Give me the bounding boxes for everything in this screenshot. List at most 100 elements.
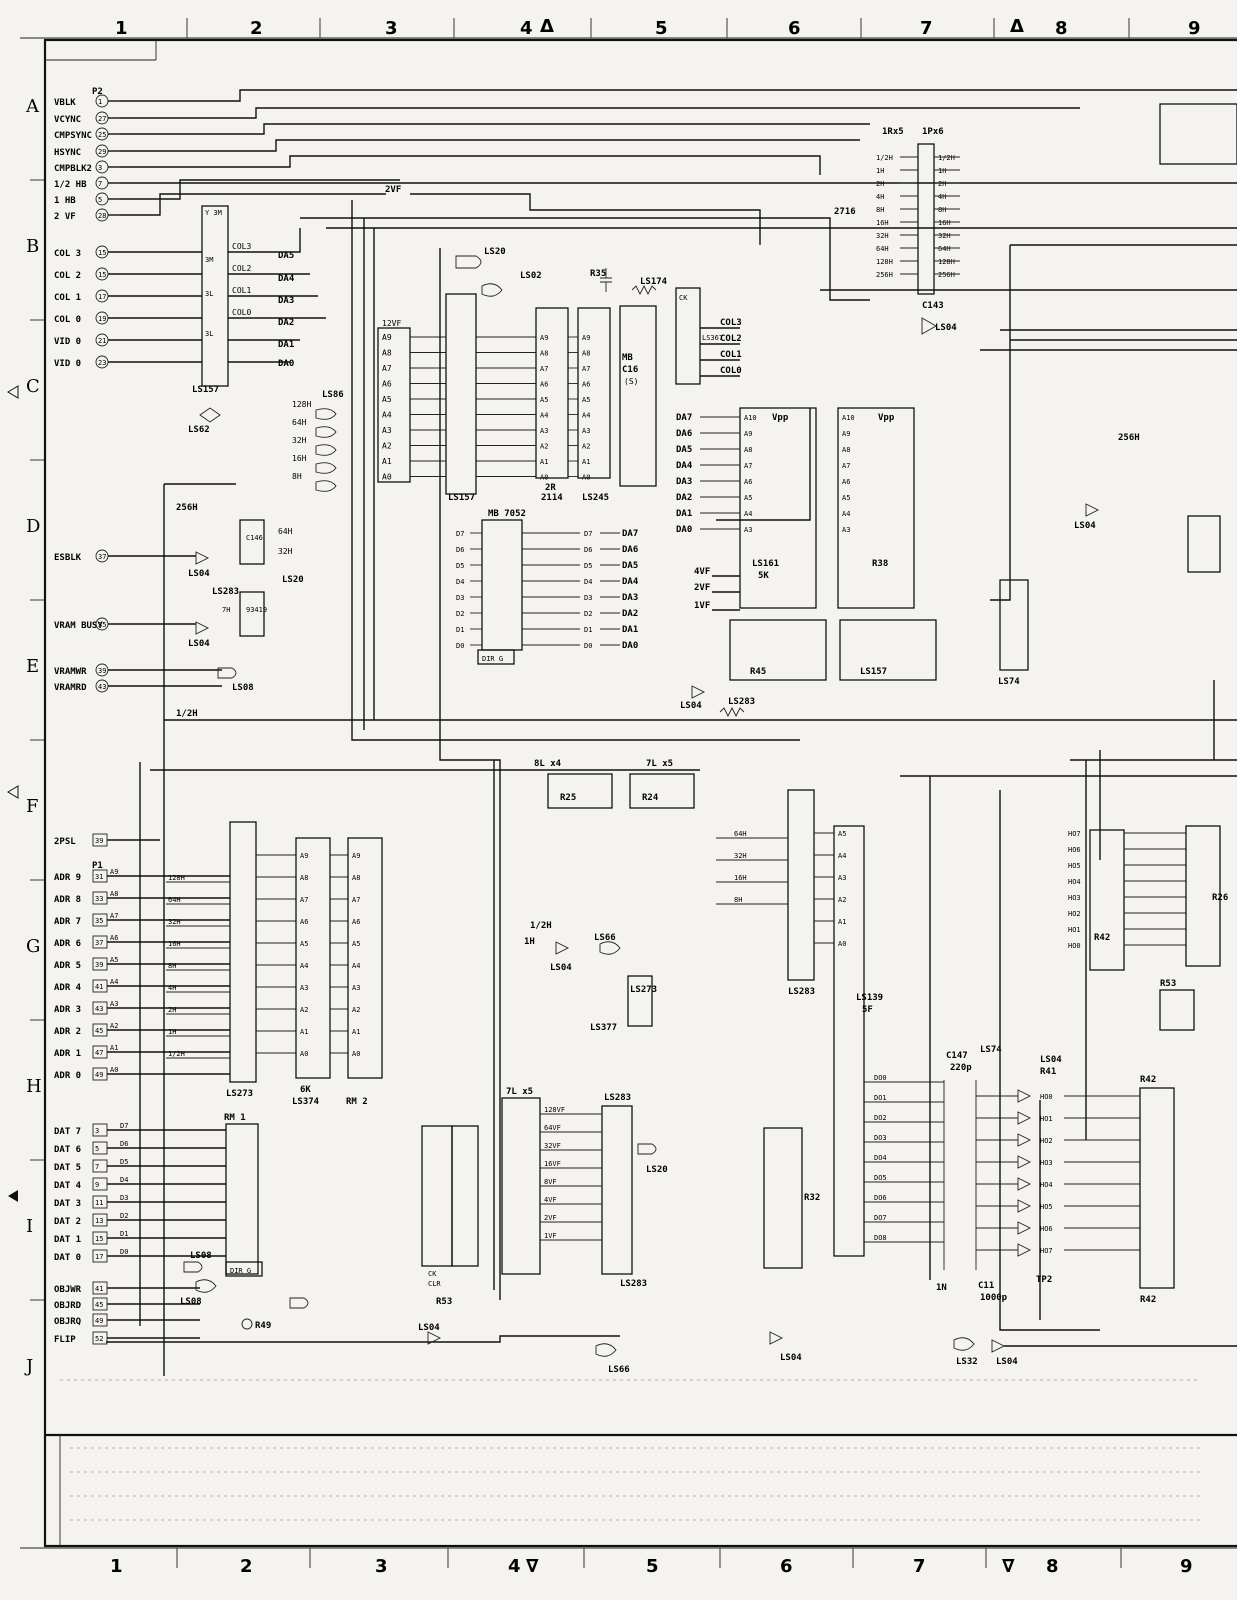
connector-pin-number: 25 [98, 131, 106, 139]
bus-label-da: DA5 [278, 251, 294, 261]
connector-signal-name: VRAM BUSY [54, 621, 103, 631]
chip-label: LS245 [582, 493, 609, 503]
vf-label: 1VF [694, 601, 710, 611]
connector-signal-name: OBJWR [54, 1285, 82, 1295]
mux-3m-3l: Y 3M 3M 3L 3L LS157 LS62 [188, 205, 229, 435]
col-number-bottom: 7 [913, 1556, 926, 1577]
data-bus-label: D2 [456, 610, 464, 618]
connector-signal-name: COL 3 [54, 249, 81, 259]
ram-address-pin: A2 [300, 1006, 308, 1014]
connector-signal-name: VID 0 [54, 359, 81, 369]
connector-signal-name: ADR 3 [54, 1005, 81, 1015]
connector-signal-name: OBJRD [54, 1301, 82, 1311]
chip-label: LS273 [630, 985, 657, 995]
connector-pin-number: 5 [98, 196, 102, 204]
chip-label: R42 [1140, 1295, 1156, 1305]
bus-label-da: DA5 [622, 561, 638, 571]
bus-label-da: DA2 [622, 609, 638, 619]
component-label: LS283 [212, 587, 239, 597]
chip-label: LS283 [604, 1093, 631, 1103]
svg-text:3L: 3L [205, 330, 213, 338]
ho-output-label: HO1 [1040, 1115, 1053, 1123]
ho-output-label: HO5 [1040, 1203, 1053, 1211]
component-label: C11 [978, 1281, 994, 1291]
ho-input-label: HO3 [1068, 894, 1081, 902]
counter-ls161-5k: R24 7L x5 [629, 759, 695, 809]
h-count-input: 2H [876, 180, 884, 188]
component-label: LS377 [590, 1023, 617, 1033]
eprom-data-label: DA1 [676, 509, 692, 519]
data-bus-label: D3 [456, 594, 464, 602]
connector-pin-number: 13 [95, 1217, 103, 1225]
counter-ls161-5l: R25 8L x4 [534, 759, 613, 809]
ram-address-pin: A0 [838, 940, 846, 948]
h-count-output: 8H [938, 206, 946, 214]
connector-pin-number: 1 [98, 98, 102, 106]
gate-label: LS66 [594, 933, 616, 943]
connector-signal-name: VID 0 [54, 337, 81, 347]
component-label: 1N [936, 1283, 947, 1293]
ram-address-pin: A0 [352, 1050, 360, 1058]
gate-label: LS32 [956, 1357, 978, 1367]
connector-pin-number: 7 [95, 1163, 99, 1171]
ram-address-pin: A4 [838, 852, 846, 860]
h-label: 32H [278, 547, 293, 556]
chip-label: R41 [1040, 1067, 1056, 1077]
col-number-top: 7 [920, 18, 933, 39]
connector-signal-name: ADR 9 [54, 873, 81, 883]
bus-label-col: COL0 [232, 308, 251, 317]
bus-label-col: COL2 [720, 334, 742, 344]
address-bus-label: A0 [110, 1066, 118, 1074]
chip-label: 1Px6 [922, 127, 944, 137]
h-count-label: 1/2H [168, 1050, 185, 1058]
address-bus-label: A2 [382, 442, 392, 451]
connector-signal-name: OBJRQ [54, 1317, 82, 1327]
address-bus-label: A6 [110, 934, 118, 942]
component-label: 2716 [834, 207, 856, 217]
svg-text:Y 3M: Y 3M [205, 209, 222, 217]
ho-output-label: HO7 [1040, 1247, 1053, 1255]
da-bus-right: DA7 DA6 DA5 DA4 DA3 DA2 DA1 DA0 [622, 529, 639, 651]
chip-label: LS74 [998, 677, 1020, 687]
latch-ls273-left: R32 [763, 1127, 820, 1269]
col-marker-bottom: ∇ [1002, 1556, 1015, 1577]
connector-pin-number: 19 [98, 315, 106, 323]
chip-label: 1Rx5 [882, 127, 904, 137]
address-bus-label: A9 [382, 333, 392, 342]
address-bus-label: A9 [110, 868, 118, 876]
component-label: R53 [436, 1297, 452, 1307]
connector-pin-number: 39 [95, 961, 103, 969]
drawing-frame [20, 37, 1237, 1549]
ram-address-pin: A9 [540, 334, 548, 342]
ram-address-pin: A1 [300, 1028, 308, 1036]
svg-text:12VF: 12VF [382, 319, 401, 328]
inverter-ls04-top: LS04 [921, 317, 957, 335]
data-bus-label: D2 [120, 1212, 128, 1220]
svg-text:128H: 128H [292, 400, 311, 409]
connector-pin-number: 9 [95, 1181, 99, 1189]
connector-signal-name: ADR 6 [54, 939, 81, 949]
chip-ref: 5K [758, 571, 769, 581]
bus-label-da: DA0 [278, 359, 294, 369]
data-bus-label: D1 [584, 626, 592, 634]
latch-ls273-right: R42 [1089, 829, 1125, 971]
address-bus-label: A8 [110, 890, 118, 898]
connector-pin-number: 35 [98, 621, 106, 629]
adder-ls283-a: 7L x5 [501, 1087, 541, 1275]
vf-label: 64VF [544, 1124, 561, 1132]
connector-pin-number: 17 [95, 1253, 103, 1261]
col-number-top: 5 [655, 18, 668, 39]
connector-pin-number: 37 [95, 939, 103, 947]
gate-label: LS04 [1074, 521, 1096, 531]
ram-address-pin: A2 [540, 443, 548, 451]
h-count-input: 32H [876, 232, 889, 240]
vf-labels-top: 12VF [382, 319, 401, 328]
chip-label: LS157 [192, 385, 219, 395]
connector-signal-name: ADR 4 [54, 983, 82, 993]
ram-address-pin: A9 [352, 852, 360, 860]
chip-label: LS283 [620, 1279, 647, 1289]
